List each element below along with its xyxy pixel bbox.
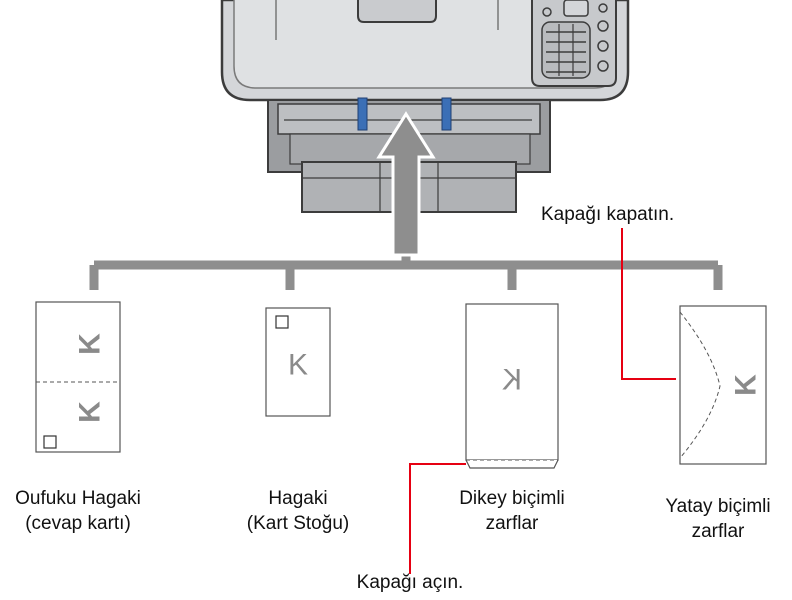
- control-panel: [531, 0, 617, 87]
- card-letter: K: [288, 349, 308, 382]
- landscape-envelope-label-line1: Yatay biçimli: [665, 496, 771, 517]
- left-paper-guide: [357, 97, 368, 131]
- oufuku-hagaki-label: Oufuku Hagaki (cevap kartı): [0, 486, 178, 536]
- close-flap-label: Kapağı kapatın.: [541, 204, 675, 225]
- portrait-envelope: K: [465, 303, 559, 469]
- portrait-envelope-label-line1: Dikey biçimli: [459, 488, 565, 509]
- portrait-envelope-label: Dikey biçimli zarflar: [412, 486, 612, 536]
- hagaki-label-line2: (Kart Stoğu): [246, 513, 350, 534]
- landscape-envelope: K: [679, 305, 767, 465]
- envelope-letter: K: [502, 364, 522, 397]
- printer-illustration: [220, 0, 630, 213]
- open-flap-label: Kapağı açın.: [356, 572, 464, 593]
- oufuku-hagaki-card: K K: [35, 301, 121, 453]
- hagaki-label-line1: Hagaki: [268, 488, 328, 509]
- feed-direction-arrow: [376, 111, 436, 257]
- close-flap-callout-line: [621, 228, 676, 380]
- right-paper-guide: [441, 97, 452, 131]
- hagaki-label: Hagaki (Kart Stoğu): [198, 486, 398, 536]
- landscape-envelope-label: Yatay biçimli zarflar: [628, 494, 792, 544]
- oufuku-hagaki-label-line2: (cevap kartı): [25, 513, 131, 534]
- hagaki-card: K: [265, 307, 331, 417]
- feed-arrow-connector: [89, 111, 723, 290]
- oufuku-hagaki-label-line1: Oufuku Hagaki: [15, 488, 141, 509]
- open-flap-callout-line: [409, 463, 466, 574]
- card-letter: K: [74, 333, 107, 355]
- card-letter: K: [74, 401, 107, 423]
- envelope-letter: K: [730, 374, 763, 396]
- portrait-envelope-label-line2: zarflar: [485, 513, 539, 534]
- landscape-envelope-label-line2: zarflar: [691, 521, 745, 542]
